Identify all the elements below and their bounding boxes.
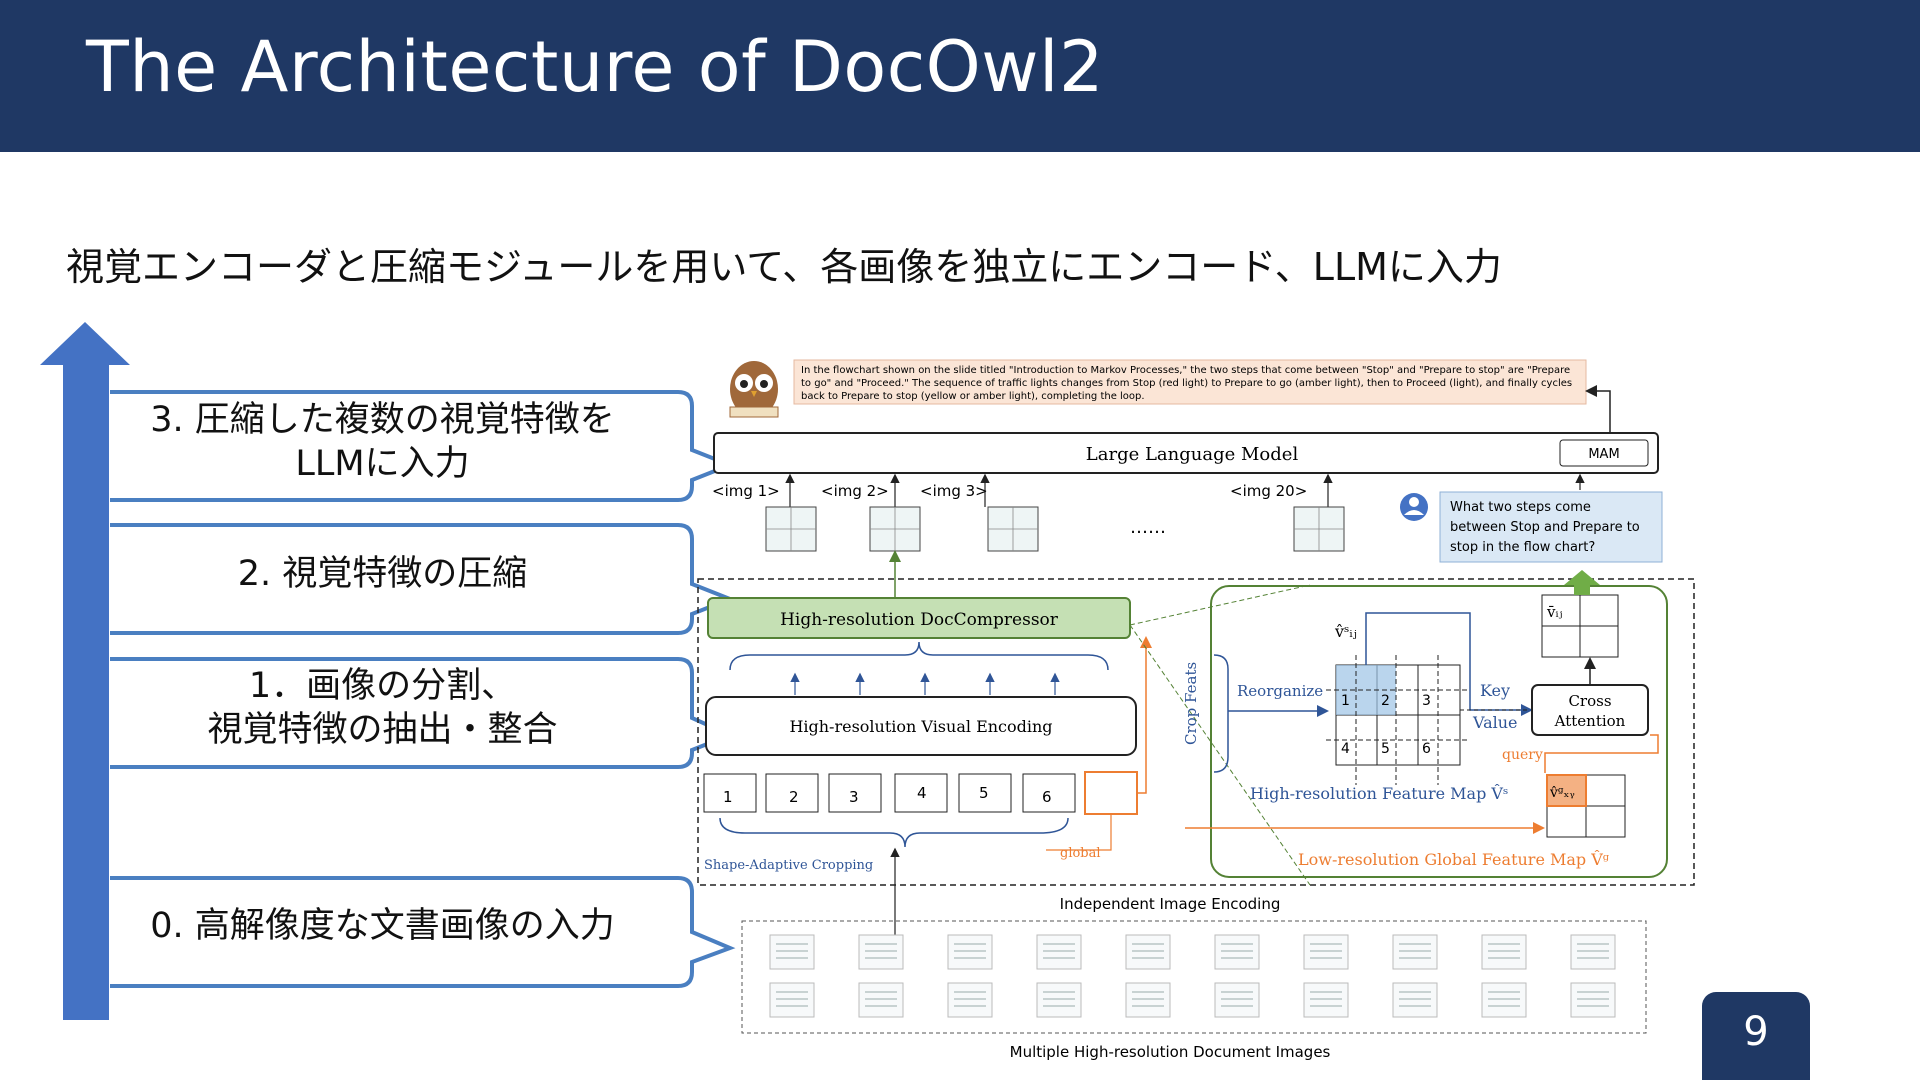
document-thumbnail bbox=[1036, 934, 1082, 970]
img-token-3: <img 3> bbox=[920, 482, 988, 500]
global-crop bbox=[1084, 771, 1138, 815]
attention-label: Attention bbox=[1554, 712, 1626, 730]
document-images-frame bbox=[741, 920, 1647, 1034]
callout-step-0 bbox=[110, 876, 736, 988]
step-3-line1: 3. 圧縮した複数の視覚特徴を bbox=[150, 400, 615, 440]
document-thumbnail bbox=[1214, 982, 1260, 1018]
answer-box bbox=[793, 359, 1587, 405]
step-1-line2: 視覚特徴の抽出・整合 bbox=[207, 710, 558, 750]
llm-box bbox=[713, 432, 1659, 474]
step-3-text: 3. 圧縮した複数の視覚特徴を LLMに入力 bbox=[110, 398, 655, 486]
question-line-3: stop in the flow chart? bbox=[1450, 540, 1595, 555]
independent-encoding-label: Independent Image Encoding bbox=[1060, 895, 1281, 913]
document-thumbnail bbox=[769, 982, 815, 1018]
document-thumbnail bbox=[1570, 934, 1616, 970]
crop-6: 6 bbox=[1042, 788, 1052, 806]
document-thumbnail bbox=[947, 982, 993, 1018]
compressor-detail-panel bbox=[1210, 585, 1668, 878]
document-thumbnails bbox=[769, 934, 1616, 1018]
architecture-diagram: In the flowchart shown on the slide titl… bbox=[697, 359, 1695, 1061]
step-0-line1: 0. 高解像度な文書画像の入力 bbox=[150, 906, 615, 946]
hr-feature-map-label: High-resolution Feature Map V̂ˢ bbox=[1250, 784, 1508, 803]
grid-4: 4 bbox=[1341, 741, 1350, 757]
crop-1: 1 bbox=[723, 788, 733, 806]
owl-icon bbox=[729, 361, 779, 418]
doccompressor-label: High-resolution DocCompressor bbox=[780, 610, 1059, 630]
value-label: Value bbox=[1472, 713, 1518, 732]
answer-line-2: to go" and "Proceed." The sequence of tr… bbox=[801, 378, 1572, 389]
global-label: global bbox=[1060, 846, 1101, 861]
step-0-text: 0. 高解像度な文書画像の入力 bbox=[110, 904, 655, 948]
page-number: 9 bbox=[1702, 992, 1810, 1080]
document-thumbnail bbox=[1125, 934, 1171, 970]
mam-box bbox=[1559, 439, 1649, 467]
user-avatar-icon bbox=[1400, 493, 1428, 521]
document-thumbnail bbox=[769, 934, 815, 970]
document-thumbnail bbox=[1036, 982, 1082, 1018]
document-thumbnail bbox=[1303, 934, 1349, 970]
grid-5: 5 bbox=[1381, 741, 1390, 757]
img-token-20: <img 20> bbox=[1230, 482, 1307, 500]
llm-label: Large Language Model bbox=[1086, 444, 1299, 465]
multiple-images-label: Multiple High-resolution Document Images bbox=[1010, 1043, 1331, 1061]
mam-label: MAM bbox=[1588, 447, 1619, 462]
document-thumbnail bbox=[1392, 934, 1438, 970]
step-3-line2: LLMに入力 bbox=[295, 444, 470, 484]
question-box bbox=[1439, 491, 1663, 563]
grid-3: 3 bbox=[1422, 693, 1431, 709]
visual-encoding-label: High-resolution Visual Encoding bbox=[789, 717, 1052, 736]
v-ij-label: v̄ᵢⱼ bbox=[1546, 603, 1562, 621]
cross-label: Cross bbox=[1568, 692, 1611, 710]
crop-4: 4 bbox=[917, 784, 927, 802]
step-callouts bbox=[110, 390, 736, 988]
reorganize-label: Reorganize bbox=[1237, 682, 1323, 700]
query-label: query bbox=[1502, 747, 1543, 763]
answer-line-3: back to Prepare to stop (yellow or amber… bbox=[801, 391, 1145, 402]
document-thumbnail bbox=[1481, 934, 1527, 970]
document-thumbnail bbox=[1125, 982, 1171, 1018]
doccompressor-box bbox=[707, 597, 1131, 639]
document-thumbnail bbox=[858, 934, 904, 970]
step-1-text: 1．画像の分割、 視覚特徴の抽出・整合 bbox=[110, 664, 655, 752]
key-label: Key bbox=[1480, 681, 1510, 700]
slide-subtitle: 視覚エンコーダと圧縮モジュールを用いて、各画像を独立にエンコード、LLMに入力 bbox=[66, 245, 1502, 289]
step-1-line1: 1．画像の分割、 bbox=[248, 666, 517, 706]
document-thumbnail bbox=[1481, 982, 1527, 1018]
crop-3: 3 bbox=[849, 788, 859, 806]
v-xy-g-label: v̂ᵍₓᵧ bbox=[1549, 785, 1575, 801]
grid-6: 6 bbox=[1422, 741, 1431, 757]
question-line-2: between Stop and Prepare to bbox=[1450, 520, 1640, 535]
document-thumbnail bbox=[947, 934, 993, 970]
crop-5: 5 bbox=[979, 784, 989, 802]
slide-title: The Architecture of DocOwl2 bbox=[86, 26, 1105, 108]
grid-1: 1 bbox=[1341, 693, 1350, 709]
progress-up-arrow bbox=[40, 322, 130, 1020]
document-thumbnail bbox=[1392, 982, 1438, 1018]
step-2-text: 2. 視覚特徴の圧縮 bbox=[110, 552, 655, 596]
document-thumbnail bbox=[1214, 934, 1260, 970]
grid-2: 2 bbox=[1381, 693, 1390, 709]
cropping-label: Shape-Adaptive Cropping bbox=[704, 858, 873, 873]
ellipsis: …… bbox=[1130, 517, 1166, 538]
document-thumbnail bbox=[1570, 982, 1616, 1018]
v-ij-s-label: v̂ˢᵢⱼ bbox=[1334, 622, 1357, 641]
step-2-line1: 2. 視覚特徴の圧縮 bbox=[237, 554, 528, 594]
document-thumbnail bbox=[1303, 982, 1349, 1018]
output-up-arrow bbox=[1564, 570, 1600, 595]
visual-encoding-box bbox=[705, 696, 1137, 756]
img-token-1: <img 1> bbox=[712, 482, 780, 500]
title-bar: The Architecture of DocOwl2 bbox=[0, 0, 1920, 152]
crop-feats-label: Crop Feats bbox=[1182, 662, 1200, 745]
img-token-2: <img 2> bbox=[821, 482, 889, 500]
document-thumbnail bbox=[858, 982, 904, 1018]
lr-feature-map-label: Low-resolution Global Feature Map V̂ᵍ bbox=[1298, 850, 1610, 869]
answer-line-1: In the flowchart shown on the slide titl… bbox=[801, 365, 1570, 376]
question-line-1: What two steps come bbox=[1450, 500, 1591, 515]
crop-2: 2 bbox=[789, 788, 799, 806]
